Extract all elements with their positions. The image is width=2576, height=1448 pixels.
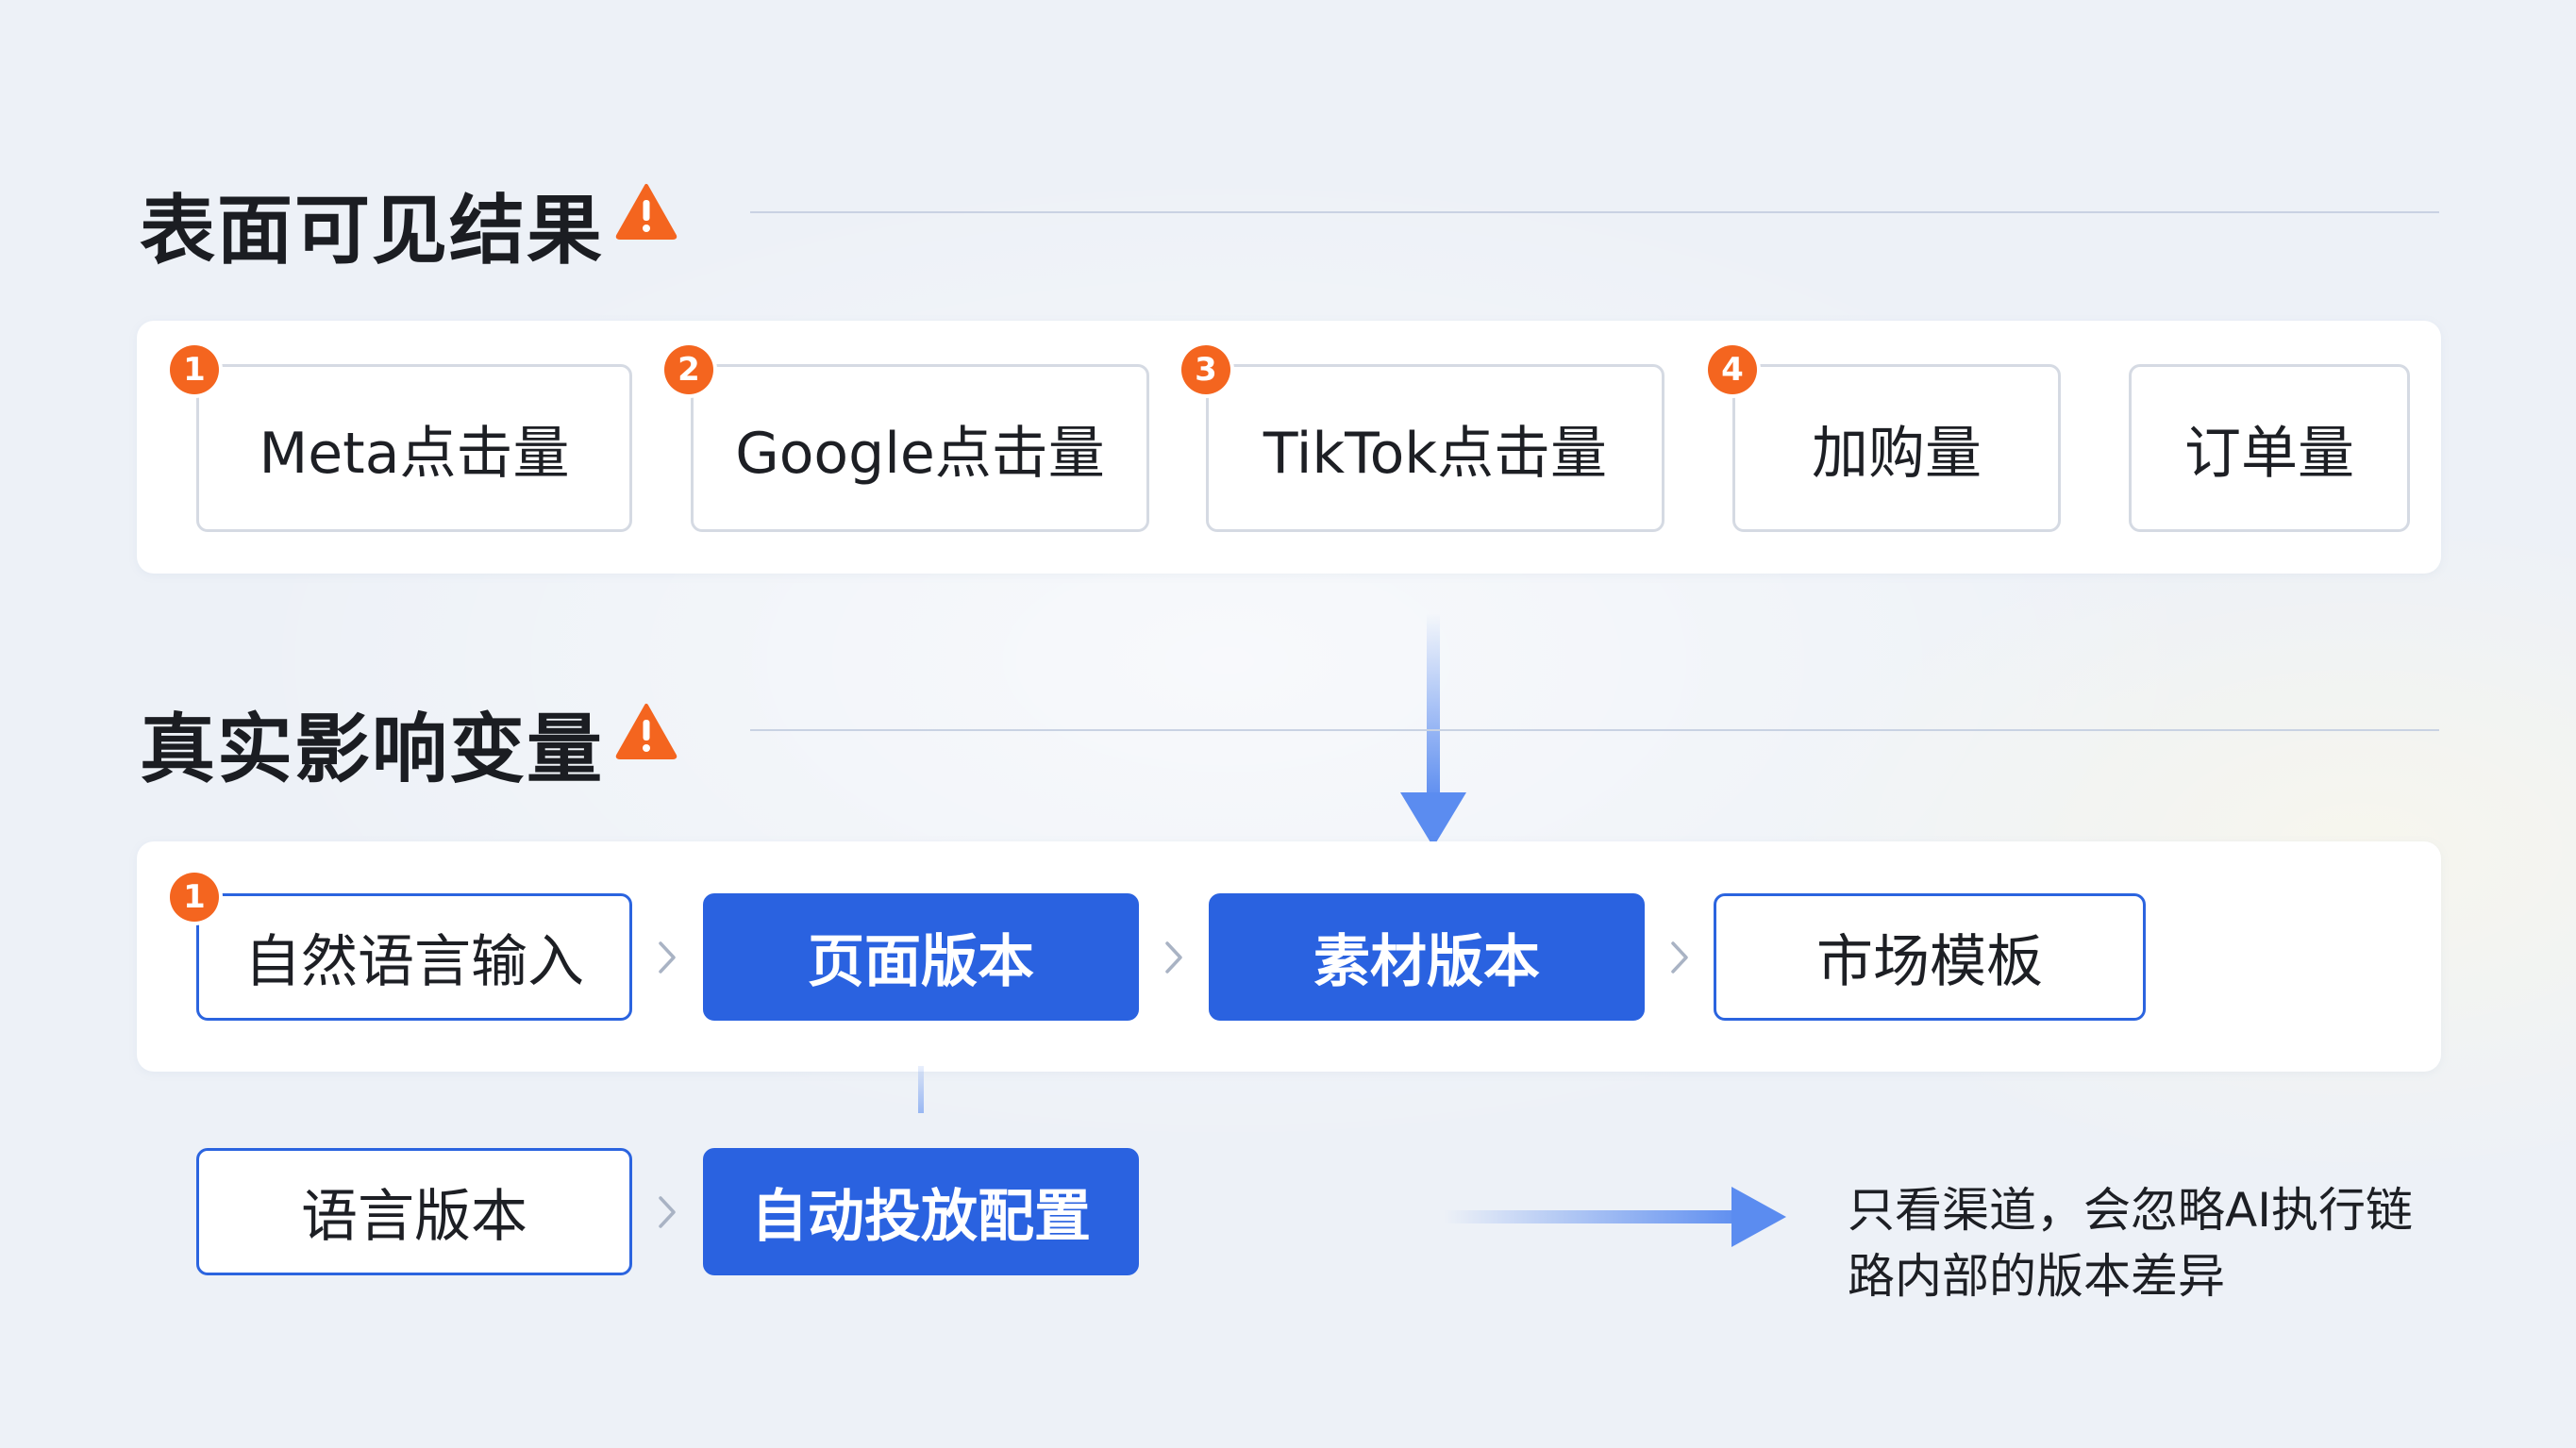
conclusion-note-line-1: 只看渠道，会忽略AI执行链 — [1848, 1183, 2413, 1238]
warning-icon — [615, 183, 677, 240]
real-section-title: 真实影响变量 — [140, 706, 604, 793]
right-arrow — [1444, 1185, 1788, 1249]
orders-label: 订单量 — [2184, 420, 2354, 487]
chevron-right-icon — [649, 1189, 687, 1236]
orders-box: 订单量 — [2129, 364, 2410, 532]
warning-icon — [615, 703, 677, 759]
tiktok-clicks-label: TikTok点击量 — [1263, 420, 1608, 487]
chevron-right-icon — [649, 934, 687, 981]
add-to-cart-label: 加购量 — [1812, 420, 1982, 487]
google-clicks-label: Google点击量 — [735, 420, 1105, 487]
natural-language-input-box: 自然语言输入 — [196, 893, 632, 1021]
market-template-label: 市场模板 — [1816, 929, 2043, 995]
page-version-label: 页面版本 — [808, 929, 1034, 995]
google-clicks-box: Google点击量 — [691, 364, 1149, 532]
auto-ads-config-label: 自动投放配置 — [751, 1184, 1091, 1250]
page-version-box: 页面版本 — [703, 893, 1139, 1021]
add-to-cart-box: 加购量 — [1732, 364, 2061, 532]
connector-down — [913, 1066, 928, 1113]
down-arrow — [1397, 613, 1470, 849]
creative-version-label: 素材版本 — [1313, 929, 1540, 995]
surface-section-title: 表面可见结果 — [140, 187, 604, 275]
language-version-box: 语言版本 — [196, 1148, 632, 1275]
conclusion-note: 只看渠道，会忽略AI执行链 路内部的版本差异 — [1848, 1177, 2451, 1309]
language-version-label: 语言版本 — [301, 1184, 527, 1250]
step-badge-3: 3 — [1181, 345, 1230, 394]
step-badge-1: 1 — [170, 873, 219, 922]
natural-language-input-label: 自然语言输入 — [244, 929, 584, 995]
surface-section-divider — [750, 211, 2439, 213]
step-badge-2: 2 — [664, 345, 713, 394]
auto-ads-config-box: 自动投放配置 — [703, 1148, 1139, 1275]
chevron-right-icon — [1156, 934, 1194, 981]
meta-clicks-box: Meta点击量 — [196, 364, 632, 532]
creative-version-box: 素材版本 — [1209, 893, 1645, 1021]
real-section-divider — [750, 729, 2439, 731]
meta-clicks-label: Meta点击量 — [259, 420, 570, 487]
conclusion-note-line-2: 路内部的版本差异 — [1848, 1249, 2225, 1304]
market-template-box: 市场模板 — [1714, 893, 2146, 1021]
step-badge-4: 4 — [1708, 345, 1757, 394]
tiktok-clicks-box: TikTok点击量 — [1206, 364, 1664, 532]
chevron-right-icon — [1662, 934, 1699, 981]
step-badge-1: 1 — [170, 345, 219, 394]
